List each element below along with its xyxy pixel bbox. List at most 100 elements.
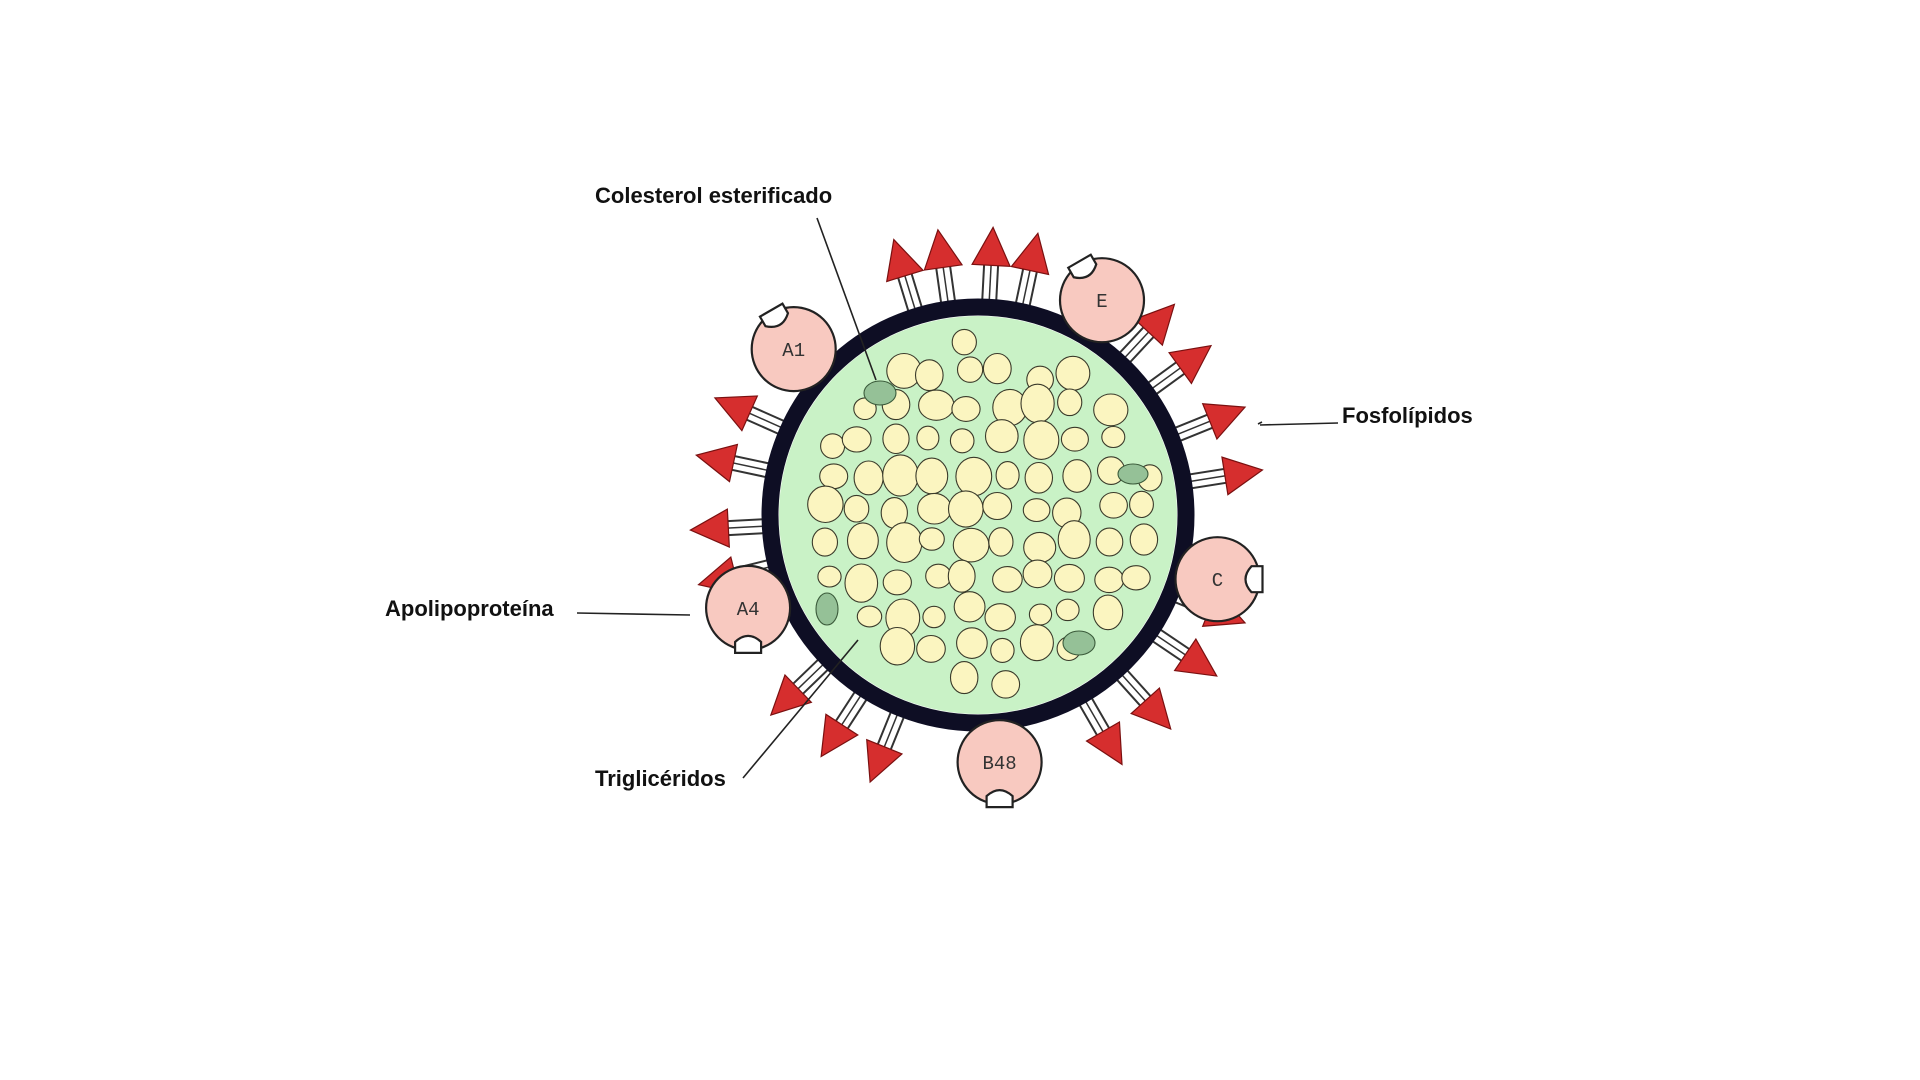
triglyceride: [1023, 420, 1060, 460]
triglyceride: [991, 670, 1021, 699]
phospholipid: [885, 238, 925, 316]
triglyceride: [882, 569, 912, 596]
fosfolipidos-leader-line-2: [1259, 422, 1339, 426]
triglyceride: [953, 591, 986, 623]
triglyceride: [1094, 566, 1125, 594]
apolipoprotein-label: C: [1212, 570, 1223, 592]
triglyceride: [1093, 393, 1129, 427]
phospholipid: [1010, 231, 1050, 311]
phospholipid: [1076, 693, 1123, 766]
apolipoprotein-a4: A4: [704, 564, 792, 655]
phospholipid: [1148, 626, 1218, 677]
triglyceride: [1020, 383, 1055, 424]
triglyceride: [925, 563, 952, 589]
triglyceride: [995, 461, 1020, 490]
triglyceride: [951, 396, 981, 422]
triglyceride: [1022, 559, 1053, 589]
triglyceride: [915, 457, 949, 495]
triglyceride: [918, 527, 945, 551]
triglyceride: [882, 454, 919, 497]
triglyceride: [1092, 594, 1124, 631]
cholesterol-ester: [1117, 463, 1149, 485]
triglyceride: [982, 491, 1013, 521]
triglyceride: [1028, 603, 1053, 626]
triglyceride: [1129, 490, 1154, 519]
triglyceride: [922, 605, 946, 629]
triglyceride: [844, 563, 879, 603]
triglyceride: [949, 428, 975, 454]
triglyceride: [947, 490, 984, 528]
triglyceride: [1060, 426, 1089, 452]
triglyceride: [807, 485, 844, 524]
apolipoprotein-label: A1: [782, 340, 805, 362]
triglyceride: [1022, 498, 1051, 523]
triglyceride: [955, 456, 993, 497]
triglyceride: [952, 527, 990, 563]
triglyceride: [879, 626, 916, 666]
phospholipid: [769, 655, 832, 716]
triglyceride: [916, 425, 940, 451]
triglyceride: [984, 419, 1019, 454]
triglyceride: [886, 522, 923, 564]
triglyceride: [820, 433, 846, 459]
triglyceride: [918, 389, 955, 421]
trigliceridos-leader-line: [742, 639, 859, 779]
colesterol-label: Colesterol esterificado: [595, 183, 832, 208]
apolipoprotein-label: A4: [737, 599, 760, 621]
triglyceride: [988, 527, 1014, 557]
triglyceride: [853, 460, 884, 496]
triglyceride: [846, 522, 879, 560]
cholesterol-ester: [863, 380, 897, 406]
triglyceride: [914, 359, 944, 392]
triglyceride: [984, 603, 1016, 632]
apolipoprotein-label: B48: [982, 753, 1016, 775]
triglyceride: [916, 634, 946, 663]
cholesterol-ester: [815, 592, 839, 626]
apolipoprotein-e: E: [1058, 253, 1146, 344]
apolipoprotein-label: E: [1096, 291, 1107, 313]
triglyceride: [1101, 425, 1126, 449]
triglyceride: [1099, 491, 1128, 519]
triglyceride: [1055, 355, 1091, 391]
triglyceride: [841, 426, 872, 453]
phospholipid: [689, 508, 768, 548]
core-contents: [807, 328, 1163, 699]
triglyceride: [947, 559, 976, 593]
triglyceride: [1023, 531, 1057, 564]
triglyceride: [1129, 523, 1159, 556]
triglyceride: [992, 566, 1023, 593]
trigliceridos-label: Triglicéridos: [595, 766, 726, 791]
triglyceride: [1057, 520, 1091, 560]
triglyceride: [1055, 598, 1080, 622]
phospholipid: [923, 228, 964, 308]
triglyceride: [817, 565, 842, 588]
triglyceride: [856, 605, 883, 628]
triglyceride: [990, 637, 1015, 663]
triglyceride: [949, 661, 979, 695]
apolipoproteina-label: Apolipoproteína: [385, 596, 554, 621]
triglyceride: [917, 492, 952, 525]
triglyceride: [819, 463, 849, 490]
phospholipid: [971, 226, 1011, 305]
apolipoproteina-leader-line: [576, 612, 691, 616]
apolipoprotein-b48: B48: [956, 718, 1043, 809]
fosfolipidos-leader-line: [1257, 421, 1263, 425]
triglyceride: [1121, 565, 1151, 591]
fosfolipidos-label: Fosfolípidos: [1342, 403, 1473, 428]
phospholipid: [820, 687, 870, 758]
triglyceride: [982, 352, 1012, 385]
triglyceride: [956, 627, 988, 659]
triglyceride: [882, 423, 910, 455]
triglyceride: [1057, 388, 1083, 417]
phospholipid: [1144, 344, 1213, 398]
triglyceride: [811, 527, 839, 557]
phospholipid: [866, 707, 907, 784]
phospholipid: [1185, 456, 1264, 496]
membrane-ring: [761, 298, 1195, 732]
triglyceride: [951, 328, 977, 356]
cholesterol-ester: [1062, 630, 1096, 656]
triglyceride: [843, 494, 870, 523]
triglyceride: [1024, 461, 1054, 494]
